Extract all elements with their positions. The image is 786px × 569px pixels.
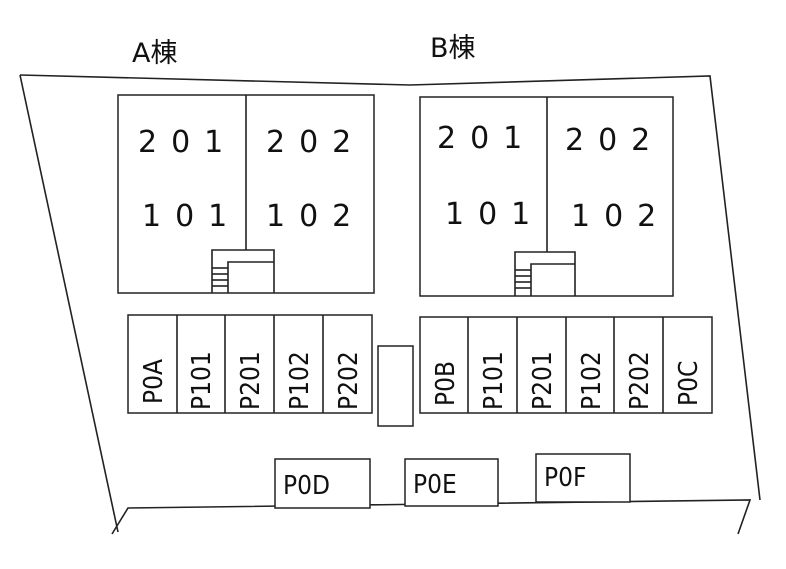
bottom-parking: P0D P0E P0F xyxy=(274,453,631,509)
parking-b-2: P201 xyxy=(528,351,558,410)
building-b: 201 202 101 102 xyxy=(419,96,674,297)
parking-b-4: P202 xyxy=(625,351,655,410)
unit-b-101: 101 xyxy=(445,197,544,232)
parking-a-2: P201 xyxy=(236,351,266,410)
parking-a-4: P202 xyxy=(334,351,364,410)
middle-structure xyxy=(377,345,414,427)
parking-row-a: P0A P101 P201 P102 P202 xyxy=(127,314,373,414)
building-a: 201 202 101 102 xyxy=(117,94,375,294)
unit-a-201: 201 xyxy=(138,125,237,160)
unit-b-201: 201 xyxy=(437,121,536,156)
parking-row-b: P0B P101 P201 P102 P202 P0C xyxy=(419,316,713,414)
parking-b-5: P0C xyxy=(674,361,704,406)
parking-d: P0D xyxy=(283,471,330,501)
unit-b-202: 202 xyxy=(565,123,664,158)
parking-f: P0F xyxy=(544,463,586,493)
building-b-title: B棟 xyxy=(430,33,476,64)
unit-a-102: 102 xyxy=(266,199,365,234)
unit-b-102: 102 xyxy=(571,199,670,234)
parking-e: P0E xyxy=(413,470,457,500)
parking-a-3: P102 xyxy=(285,351,315,410)
parking-b-0: P0B xyxy=(431,361,461,406)
unit-a-202: 202 xyxy=(266,125,365,160)
parking-b-3: P102 xyxy=(577,351,607,410)
parking-a-1: P101 xyxy=(187,351,217,410)
parking-a-0: P0A xyxy=(139,359,169,404)
parking-b-1: P101 xyxy=(479,351,509,410)
unit-a-101: 101 xyxy=(142,199,241,234)
building-a-title: A棟 xyxy=(132,38,177,69)
